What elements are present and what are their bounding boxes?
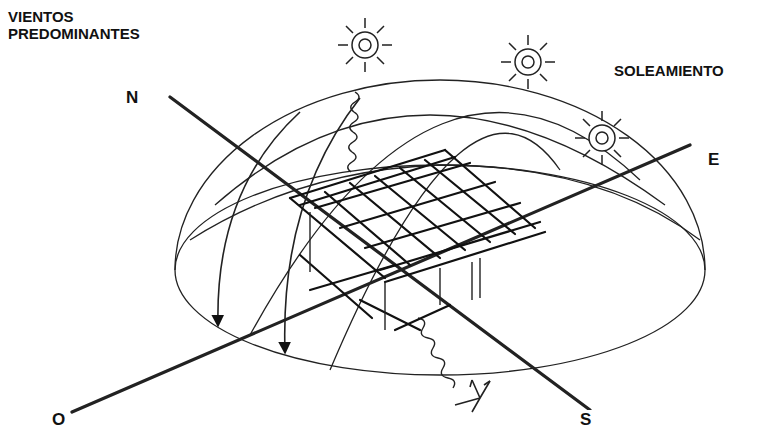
axes (72, 97, 690, 412)
dome (175, 80, 705, 375)
heading: VIENTOS PREDOMINANTES (6, 8, 210, 43)
axis-label: E (706, 150, 721, 170)
wind-arrows (218, 98, 360, 352)
axis-label: O (50, 410, 67, 430)
wind-symbol (455, 380, 490, 412)
axis-label: N (124, 88, 140, 108)
suns (338, 18, 629, 165)
house-posts (310, 212, 480, 330)
heading: SOLEAMIENTO (612, 62, 726, 79)
radiation-waves (348, 92, 455, 388)
house-sketch (290, 150, 545, 330)
axis-label: S (578, 410, 593, 430)
